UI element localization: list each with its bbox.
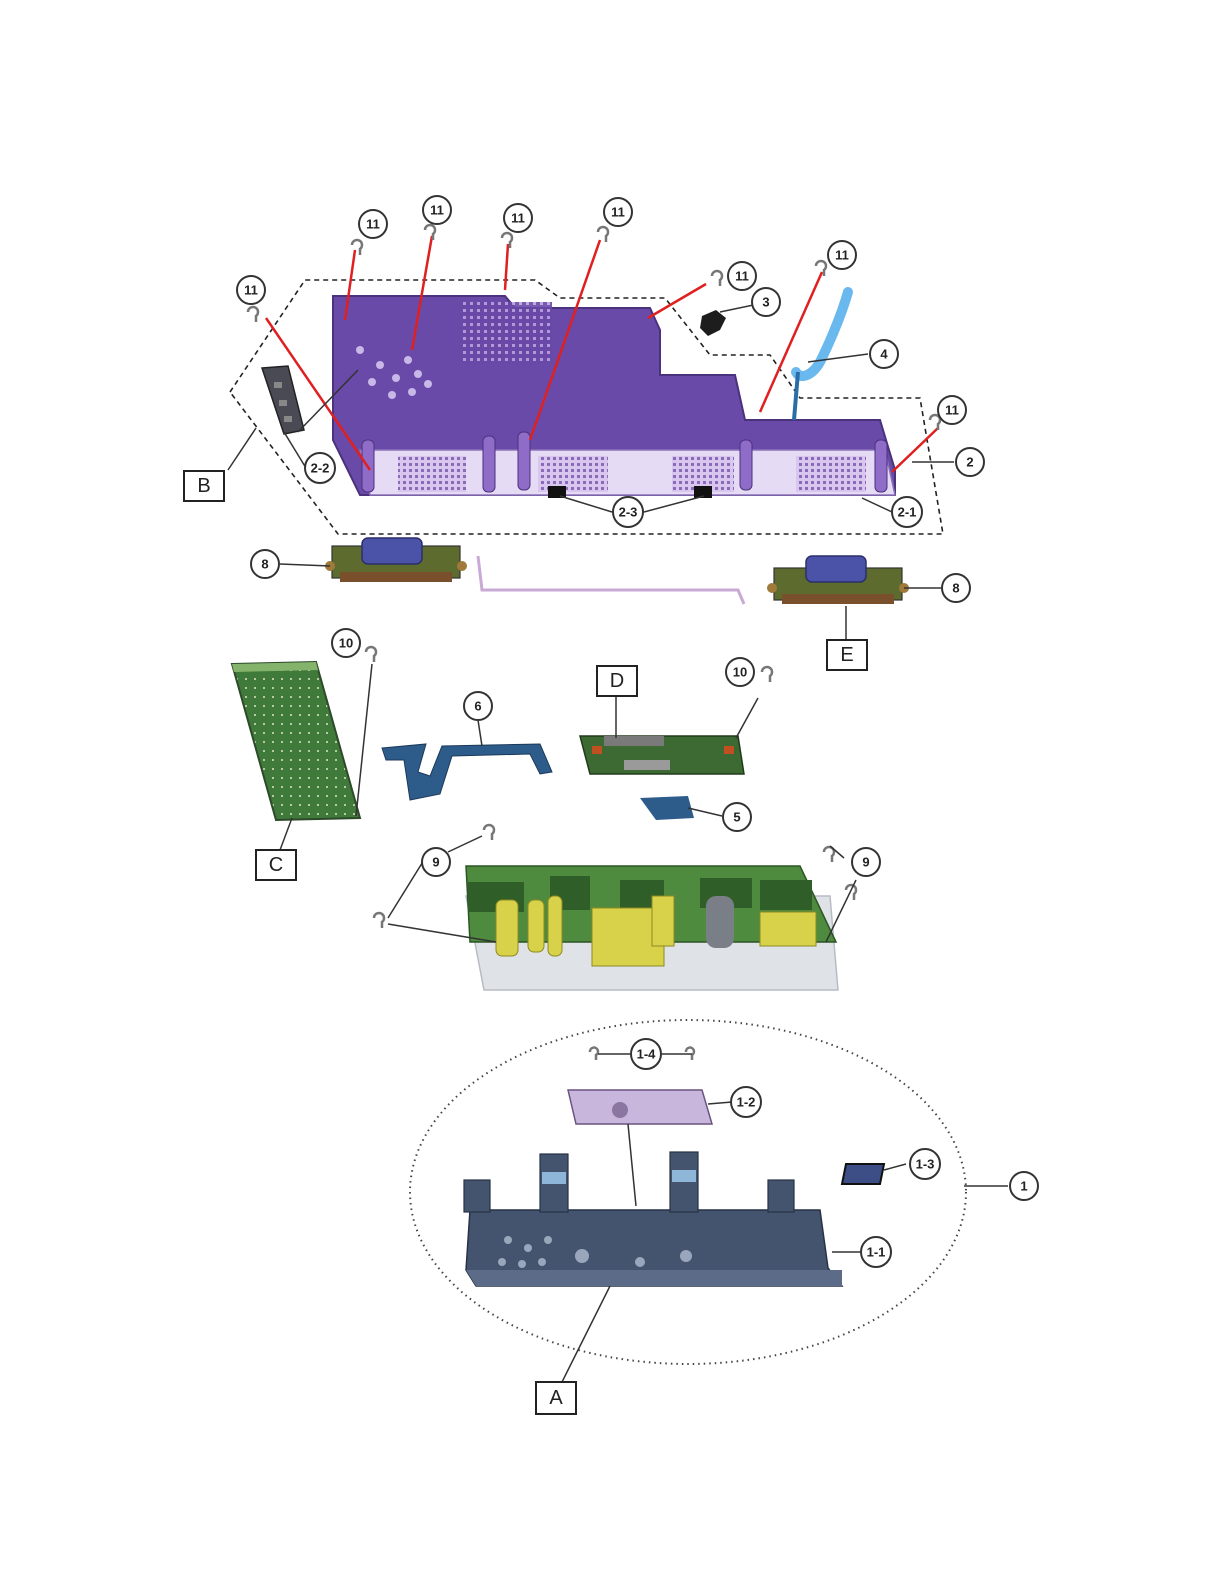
svg-text:2: 2 xyxy=(966,455,973,470)
assembly-label-d: D xyxy=(597,666,637,696)
svg-text:10: 10 xyxy=(339,636,353,651)
svg-text:1-1: 1-1 xyxy=(867,1245,886,1260)
callout-9-left: 9 xyxy=(422,848,450,876)
assembly-label-b: B xyxy=(184,471,224,501)
svg-text:6: 6 xyxy=(474,699,481,714)
svg-text:10: 10 xyxy=(733,665,747,680)
callout-2-1: 2-1 xyxy=(892,497,922,527)
callout-1-3: 1-3 xyxy=(910,1149,940,1179)
callout-11-left: 11 xyxy=(237,276,265,304)
part-2-3-clip-left xyxy=(548,486,566,498)
svg-text:E: E xyxy=(840,644,853,666)
flange-vent-4 xyxy=(796,456,866,492)
svg-text:B: B xyxy=(197,475,210,497)
svg-text:11: 11 xyxy=(735,269,749,284)
callout-6: 6 xyxy=(464,692,492,720)
callout-11-b: 11 xyxy=(423,196,451,224)
part-4-blue-cable xyxy=(796,292,848,376)
svg-text:9: 9 xyxy=(432,855,439,870)
callout-11-a: 11 xyxy=(359,210,387,238)
callout-11-f: 11 xyxy=(828,241,856,269)
assembly-d-board xyxy=(580,736,744,774)
svg-text:2-2: 2-2 xyxy=(311,461,330,476)
assembly-c-board xyxy=(232,662,360,820)
svg-text:11: 11 xyxy=(835,248,849,263)
svg-text:1-2: 1-2 xyxy=(737,1095,756,1110)
main-power-board xyxy=(466,866,838,990)
callout-11-g: 11 xyxy=(938,396,966,424)
assembly-b-chassis xyxy=(230,280,943,534)
part-8-speaker-left xyxy=(325,538,467,582)
svg-text:11: 11 xyxy=(244,283,258,298)
d-board-chip xyxy=(624,760,670,770)
flange-vent-1 xyxy=(398,456,466,492)
plate-hole xyxy=(612,1102,628,1118)
speaker-interconnect-cable xyxy=(478,556,744,604)
part-8-speaker-right xyxy=(767,556,909,604)
callout-11-d: 11 xyxy=(604,198,632,226)
part-1-4-screw-left xyxy=(590,1048,598,1060)
svg-text:11: 11 xyxy=(430,203,444,218)
d-board-connector xyxy=(604,736,664,746)
callout-1-4: 1-4 xyxy=(631,1039,661,1069)
callout-8-right: 8 xyxy=(942,574,970,602)
callout-10-left: 10 xyxy=(332,629,360,657)
svg-text:11: 11 xyxy=(511,211,525,226)
part-6-ribbon-cable xyxy=(382,744,552,800)
callout-2-3: 2-3 xyxy=(613,497,643,527)
chassis-vent-grid xyxy=(462,302,552,364)
svg-text:8: 8 xyxy=(261,557,268,572)
d-board-pad-right xyxy=(724,746,734,754)
callout-1-1: 1-1 xyxy=(861,1237,891,1267)
svg-text:4: 4 xyxy=(880,347,888,362)
callout-9-right: 9 xyxy=(852,848,880,876)
part-1-3-pad xyxy=(842,1164,884,1184)
callout-11-c: 11 xyxy=(504,204,532,232)
callout-10-right: 10 xyxy=(726,658,754,686)
svg-text:2-1: 2-1 xyxy=(898,505,917,520)
assembly-label-c: C xyxy=(256,850,296,880)
part-3-connector xyxy=(700,310,726,336)
callout-8-left: 8 xyxy=(251,550,279,578)
part-c-circuit-board xyxy=(232,662,360,820)
part-1-2-plate xyxy=(568,1090,712,1124)
svg-text:2-3: 2-3 xyxy=(619,505,638,520)
svg-text:11: 11 xyxy=(366,217,380,232)
assembly-label-a: A xyxy=(536,1382,576,1414)
callout-11-e: 11 xyxy=(728,262,756,290)
svg-text:1-3: 1-3 xyxy=(916,1157,935,1172)
svg-text:11: 11 xyxy=(611,205,625,220)
part-5-flat-cable xyxy=(640,796,694,820)
bracket-tabs xyxy=(464,1152,794,1212)
callout-2: 2 xyxy=(956,448,984,476)
svg-text:5: 5 xyxy=(733,810,740,825)
callout-3: 3 xyxy=(752,288,780,316)
bracket-bottom-rail xyxy=(466,1270,842,1286)
board-capacitor xyxy=(706,896,734,948)
callout-1: 1 xyxy=(1010,1172,1038,1200)
svg-text:A: A xyxy=(549,1387,563,1409)
d-board-pad-left xyxy=(592,746,602,754)
assembly-label-e: E xyxy=(827,640,867,670)
callout-4: 4 xyxy=(870,340,898,368)
bracket-blue-clips xyxy=(542,1170,696,1184)
svg-text:1-4: 1-4 xyxy=(637,1047,657,1062)
svg-text:11: 11 xyxy=(945,403,959,418)
speaker-assemblies xyxy=(325,538,909,604)
assembly-a-group xyxy=(410,1020,966,1364)
svg-text:D: D xyxy=(610,670,624,692)
callout-5: 5 xyxy=(723,803,751,831)
svg-text:3: 3 xyxy=(762,295,769,310)
svg-text:1: 1 xyxy=(1020,1179,1027,1194)
svg-text:C: C xyxy=(269,854,283,876)
svg-text:8: 8 xyxy=(952,581,959,596)
callout-2-2: 2-2 xyxy=(305,453,335,483)
svg-text:9: 9 xyxy=(862,855,869,870)
part-4-cable-connector xyxy=(794,372,798,420)
callout-1-2: 1-2 xyxy=(731,1087,761,1117)
